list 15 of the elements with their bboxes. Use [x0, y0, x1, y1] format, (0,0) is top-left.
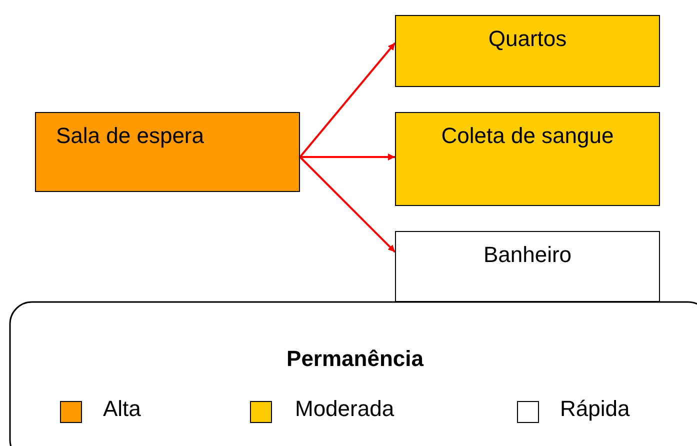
legend-title: Permanência	[286, 346, 425, 372]
legend-label: Alta	[103, 396, 141, 422]
process-box	[395, 112, 660, 206]
process-box	[395, 15, 660, 87]
node-label: Sala de espera	[56, 123, 205, 149]
node-label: Banheiro	[482, 242, 573, 268]
process-box	[35, 112, 300, 192]
arrow	[300, 154, 395, 160]
legend-label: Rápida	[560, 396, 630, 422]
arrow	[299, 156, 396, 253]
node-label: Quartos	[487, 26, 568, 52]
process-box	[395, 231, 660, 302]
node-label: Coleta de sangue	[440, 123, 615, 149]
legend-label: Moderada	[295, 396, 394, 422]
arrow	[299, 42, 396, 158]
